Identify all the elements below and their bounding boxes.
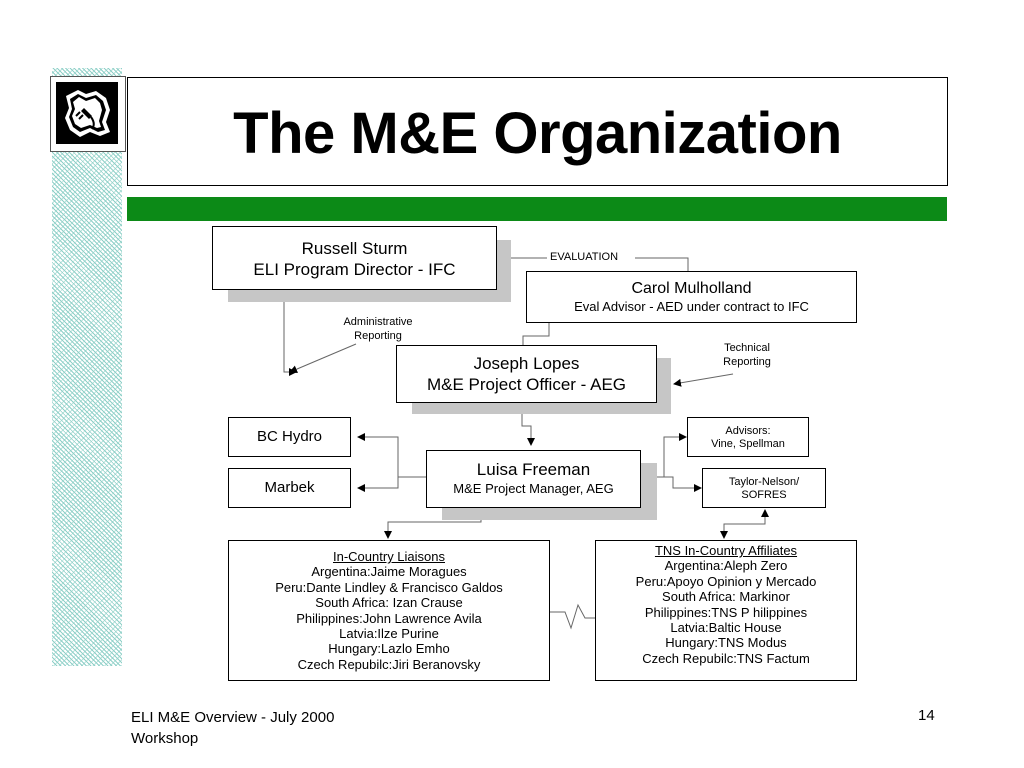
liaison-item: Latvia:Ilze Purine: [339, 626, 439, 642]
luisa-bchydro-connector: [357, 433, 426, 478]
marbek-label: Marbek: [264, 479, 315, 496]
in-country-liaisons-box: In-Country Liaisons Argentina:Jaime Mora…: [228, 540, 550, 681]
title-underline-bar: [127, 197, 947, 221]
joseph-role: M&E Project Officer - AEG: [426, 375, 627, 394]
liaisons-heading: In-Country Liaisons: [333, 549, 445, 564]
luisa-taylor-connector: [641, 476, 702, 492]
joseph-luisa-connector: [521, 402, 535, 446]
joseph-lopes-box: Joseph Lopes M&E Project Officer - AEG: [396, 345, 657, 403]
affiliate-item: Peru:Apoyo Opinion y Mercado: [635, 573, 817, 589]
affiliate-item: Argentina:Aleph Zero: [664, 558, 788, 574]
luisa-freeman-box: Luisa Freeman M&E Project Manager, AEG: [426, 450, 641, 508]
taylor-line1: Taylor-Nelson/: [728, 476, 800, 488]
admin-connector: [283, 290, 297, 376]
admin-pointer: [289, 343, 357, 373]
luisa-name: Luisa Freeman: [476, 460, 591, 479]
luisa-role: M&E Project Manager, AEG: [453, 481, 614, 496]
liaison-item: Philippines:John Lawrence Avila: [296, 610, 482, 626]
bc-hydro-label: BC Hydro: [256, 428, 323, 445]
liaisons-affiliates-zigzag: [550, 603, 595, 630]
advisors-line2: Vine, Spellman: [711, 438, 785, 450]
russell-role: ELI Program Director - IFC: [253, 260, 456, 279]
affiliate-item: Czech Repubilc:TNS Factum: [642, 650, 810, 666]
liaison-item: Argentina:Jaime Moragues: [311, 564, 467, 580]
liaison-item: South Africa: Izan Crause: [315, 595, 463, 611]
admin-label-line1: Administrative: [343, 316, 413, 328]
side-pattern: [52, 68, 122, 666]
logo: [50, 76, 126, 152]
affiliates-heading: TNS In-Country Affiliates: [654, 543, 798, 558]
title-box: The M&E Organization: [127, 77, 948, 186]
footer-line1: ELI M&E Overview - July 2000: [131, 709, 335, 726]
liaison-item: Hungary:Lazlo Emho: [328, 641, 450, 657]
taylor-line2: SOFRES: [741, 489, 787, 501]
page-number: 14: [918, 707, 935, 724]
russell-name: Russell Sturm: [301, 239, 408, 258]
tns-affiliates-box: TNS In-Country Affiliates Argentina:Alep…: [595, 540, 857, 681]
evaluation-label: EVALUATION: [550, 251, 619, 263]
taylor-affiliates-connector: [720, 516, 766, 539]
liaison-item: Peru:Dante Lindley & Francisco Galdos: [275, 579, 503, 595]
tech-label-line1: Technical: [724, 342, 770, 354]
marbek-box: Marbek: [228, 468, 351, 508]
footer-text: ELI M&E Overview - July 2000 Workshop: [131, 707, 334, 749]
joseph-name: Joseph Lopes: [473, 354, 580, 373]
logo-mark: [56, 82, 118, 144]
footer-line2: Workshop: [131, 730, 199, 747]
carol-joseph-connector: [522, 322, 550, 346]
affiliate-item: Hungary:TNS Modus: [665, 635, 787, 651]
bc-hydro-box: BC Hydro: [228, 417, 351, 457]
evaluation-connector-right: [635, 257, 689, 272]
map-plug-icon: [65, 90, 110, 137]
page-title: The M&E Organization: [233, 101, 842, 166]
admin-label-line2: Reporting: [354, 330, 402, 342]
admin-reporting-label: Administrative Reporting: [328, 315, 428, 343]
affiliate-item: South Africa: Markinor: [662, 589, 790, 605]
tech-pointer: [673, 373, 734, 387]
carol-role: Eval Advisor - AED under contract to IFC: [574, 299, 809, 314]
carol-name: Carol Mulholland: [631, 280, 752, 297]
advisors-line1: Advisors:: [725, 425, 771, 437]
technical-reporting-label: Technical Reporting: [707, 341, 787, 369]
tech-label-line2: Reporting: [723, 356, 771, 368]
affiliate-item: Latvia:Baltic House: [670, 620, 782, 636]
affiliate-item: Philippines:TNS P hilippines: [644, 604, 808, 620]
liaison-item: Czech Repubilc:Jiri Beranovsky: [297, 656, 481, 672]
taylor-nelson-box: Taylor-Nelson/ SOFRES: [702, 468, 826, 508]
russell-sturm-box: Russell Sturm ELI Program Director - IFC: [212, 226, 497, 290]
carol-mulholland-box: Carol Mulholland Eval Advisor - AED unde…: [526, 271, 857, 323]
advisors-box: Advisors: Vine, Spellman: [687, 417, 809, 457]
luisa-marbek-connector: [357, 476, 426, 492]
